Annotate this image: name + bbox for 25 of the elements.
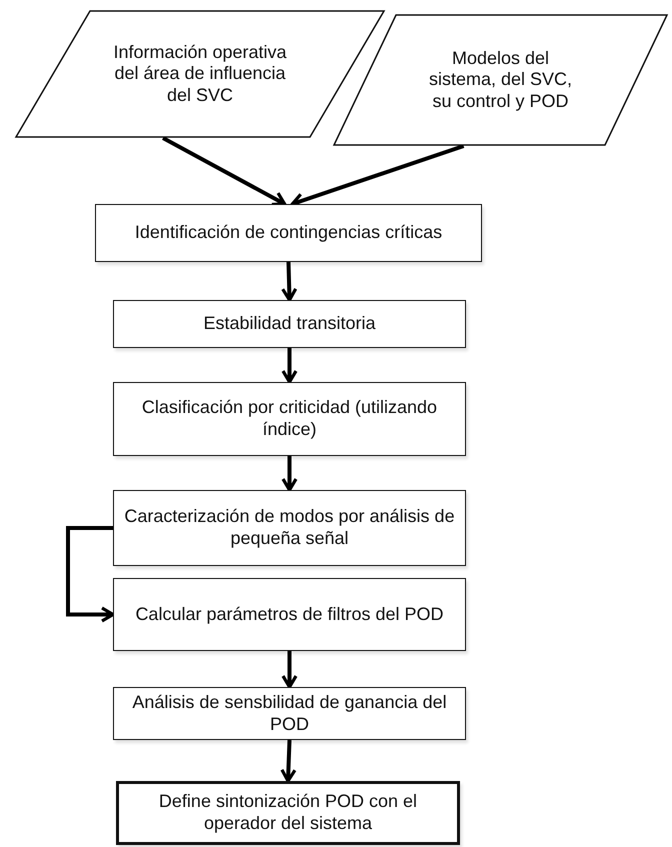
process-box [113,382,466,456]
process-box [113,578,466,651]
step-text: Clasificación por criticidad (utilizando índice) [140,397,438,441]
process-box [113,490,466,566]
input-parallelogram [15,10,385,138]
process-box [116,781,460,845]
step-text: Modelos del sistema, del SVC, su control y POD [428,48,574,112]
step-text: Identificación de contingencias críticas [134,222,442,244]
arrow [66,526,115,623]
process-box [113,300,466,348]
arrow [280,740,296,783]
step-text: Caracterización de modos por análisis de pequeña señal [123,506,456,550]
step-text: Información operativa del área de influencia del SVC [112,42,288,106]
step-text: Estabilidad transitoria [203,313,376,335]
arrow [162,136,286,206]
arrow [281,651,298,689]
arrow [281,262,298,302]
arrow [281,348,298,384]
step-text: Calcular parámetros de filtros del POD [135,604,444,626]
step-text: Análisis de sensbilidad de ganancia del POD [131,692,448,736]
step-text: Define sintonización POD con el operador del sistema [158,791,418,835]
process-box [113,687,466,740]
input-parallelogram [333,14,668,146]
process-box [95,204,482,262]
arrow [281,456,298,492]
